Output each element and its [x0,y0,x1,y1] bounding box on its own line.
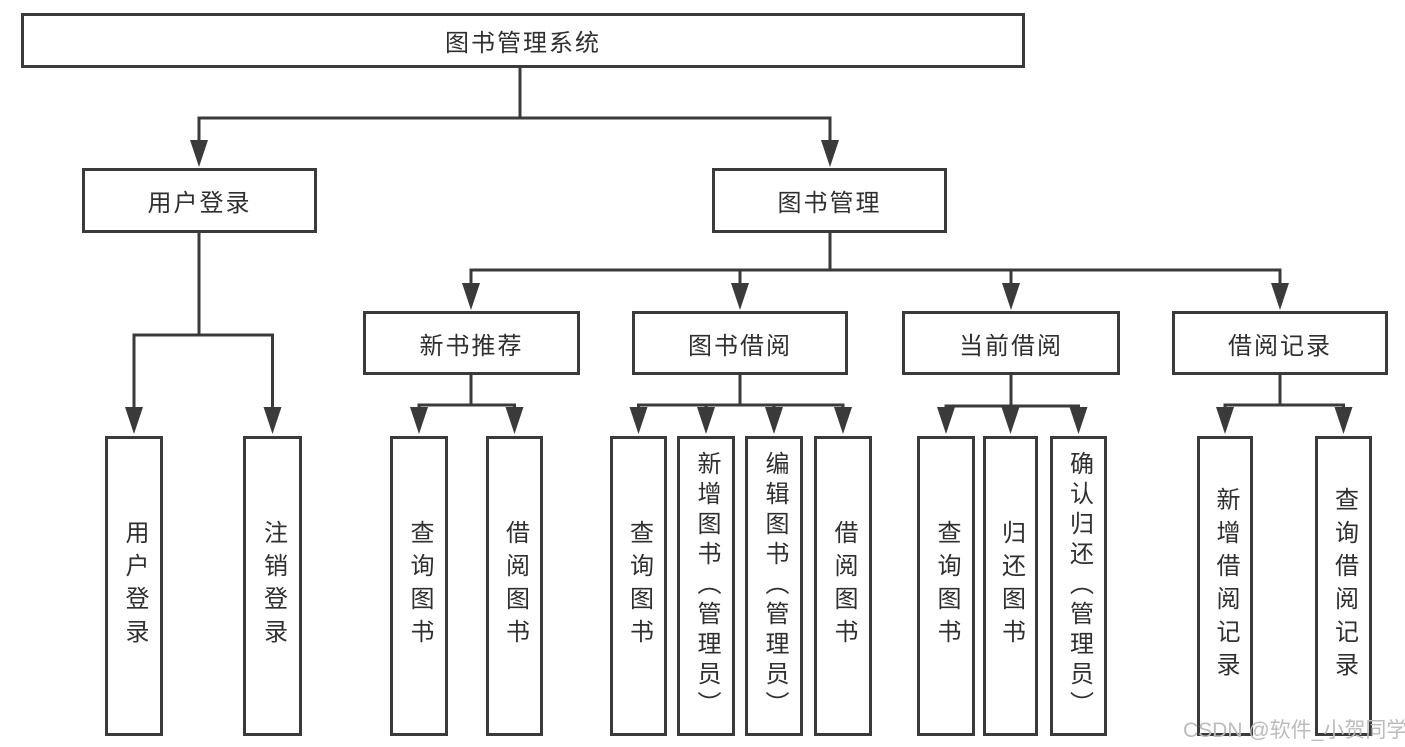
arrow-icon [765,407,783,434]
leaf-confirm-return-admin: 确认归还（管理员） [1050,436,1107,736]
arrowheads [125,140,1353,434]
leaf-borrow-book: 借阅图书 [814,436,872,736]
arrow-icon [1002,283,1020,310]
node-borrow-records: 借阅记录 [1172,311,1388,375]
arrow-icon [462,283,480,310]
leaf-edit-book-admin: 编辑图书（管理员） [745,436,803,736]
leaf-rec-borrow-book: 借阅图书 [486,436,543,736]
arrow-icon [731,283,749,310]
connector-current-to-children [944,373,1080,414]
arrow-icon [937,407,955,434]
leaf-rec-query-book: 查询图书 [390,436,448,736]
node-current-borrow: 当前借阅 [902,311,1120,375]
arrow-icon [410,407,428,434]
arrow-icon [1216,407,1234,434]
watermark: CSDN @软件_小贺同学 [1183,719,1405,742]
arrow-icon [505,407,524,434]
arrow-icon [190,140,208,167]
arrow-icon [821,140,839,167]
arrow-icon [629,407,648,434]
node-new-book-recommend: 新书推荐 [363,311,580,375]
connector-mgmt-to-level3 [469,231,1282,290]
leaf-user-login: 用户登录 [105,436,163,736]
leaf-add-book-admin: 新增图书（管理员） [677,436,735,736]
arrow-icon [1001,407,1020,434]
leaf-current-query-book: 查询图书 [917,436,975,736]
connector-borrow-to-children [637,373,845,414]
node-user-login: 用户登录 [82,168,317,233]
leaf-borrow-query-book: 查询图书 [610,436,667,736]
connector-root-to-level2 [197,66,832,147]
leaf-return-book: 归还图书 [983,436,1038,736]
arrow-icon [1069,407,1088,434]
node-root: 图书管理系统 [21,13,1025,68]
connector-rec-to-children [417,373,516,414]
connector-record-to-children [1223,373,1345,414]
leaf-logout: 注销登录 [243,436,302,736]
arrow-icon [1334,407,1353,434]
leaf-query-borrow-record: 查询借阅记录 [1315,436,1372,736]
arrow-icon [125,407,143,434]
arrow-icon [834,407,852,434]
leaf-add-borrow-record: 新增借阅记录 [1197,436,1253,736]
node-book-borrow: 图书借阅 [632,311,848,375]
arrow-icon [1271,283,1289,310]
arrow-icon [697,407,715,434]
arrow-icon [263,407,282,434]
node-book-management: 图书管理 [712,168,947,233]
connector-login-to-children [132,231,274,414]
